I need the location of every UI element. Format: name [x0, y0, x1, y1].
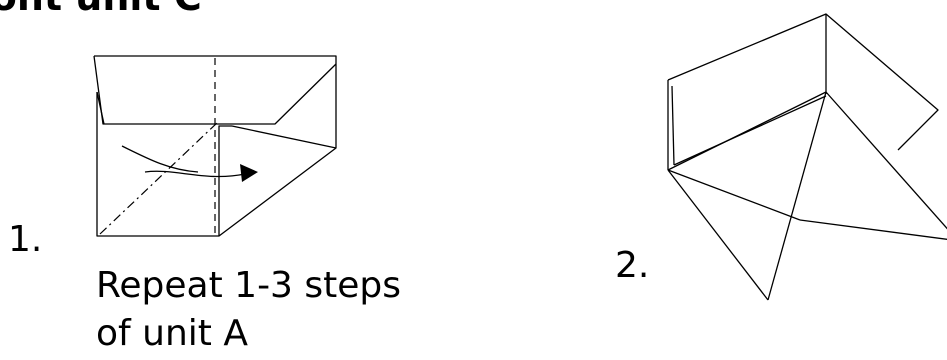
- step-1-paper-outline: [93, 55, 337, 237]
- fold-arrow: [121, 145, 258, 182]
- arrow-head-icon: [240, 164, 258, 182]
- step-2-number: 2.: [615, 245, 650, 286]
- caption-line-1: Repeat 1-3 steps: [96, 265, 402, 306]
- page-title: ront unit C: [0, 0, 202, 16]
- step-1-number: 1.: [8, 219, 43, 260]
- step-2-paper-outline: [667, 13, 947, 301]
- step-1-caption: Repeat 1-3 steps of unit A: [96, 262, 401, 358]
- caption-line-2: of unit A: [96, 313, 248, 354]
- diagonal-fold-line: [99, 121, 219, 235]
